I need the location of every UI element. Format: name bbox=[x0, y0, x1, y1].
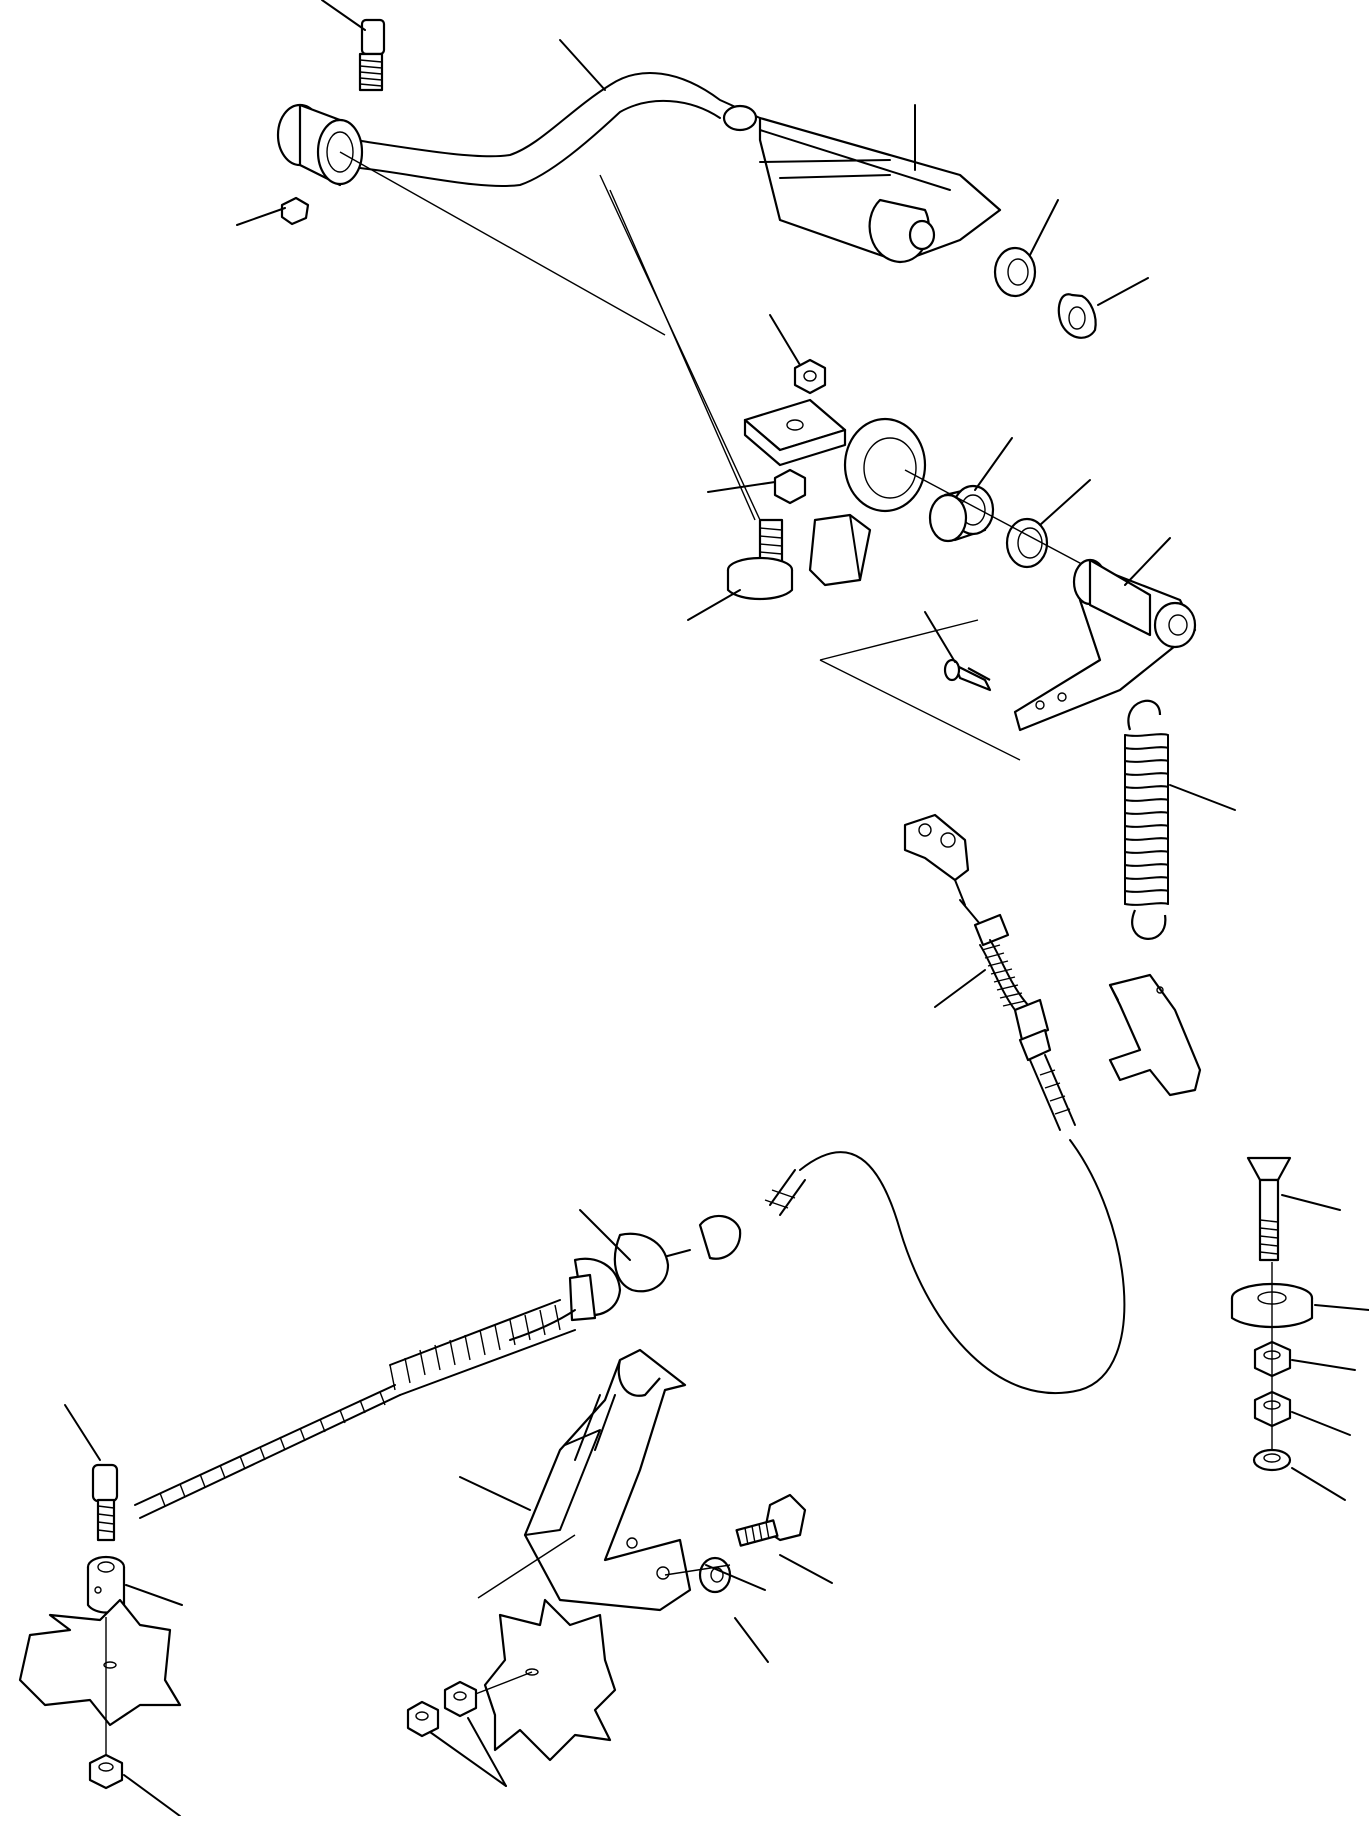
pedal-washer bbox=[993, 246, 1037, 298]
callout-leader-washer-right bbox=[1291, 1467, 1346, 1501]
cable-clevis bbox=[903, 813, 970, 906]
hex-nut-mid bbox=[793, 358, 827, 395]
mounting-surface-left bbox=[18, 1598, 182, 1727]
leader-line bbox=[609, 189, 756, 521]
cable-upper-sleeve bbox=[959, 899, 1076, 1131]
callout-leader-washer-center-link bbox=[705, 1564, 766, 1591]
callout-leader-nut-pair-a bbox=[429, 1731, 507, 1787]
bushing-large bbox=[843, 417, 927, 513]
callout-leader-cap-screw bbox=[321, 0, 366, 31]
flat-head-bolt bbox=[1246, 1156, 1292, 1262]
cable-lower-assembly bbox=[389, 1169, 806, 1396]
pedal-arm bbox=[276, 72, 761, 187]
callout-leader-flat-head-bolt bbox=[1281, 1194, 1341, 1211]
callout-leader-stopper-bolt bbox=[687, 589, 741, 621]
callout-leader-snap-ring bbox=[1097, 277, 1149, 306]
lever-arm bbox=[1013, 558, 1197, 732]
washer-right bbox=[1252, 1448, 1292, 1472]
callout-leader-cable-nut bbox=[579, 1209, 631, 1261]
nut-adjust bbox=[773, 468, 807, 505]
pedal-pad bbox=[722, 104, 1002, 264]
callout-leader-clevis-pin bbox=[924, 611, 956, 663]
callout-leader-collar bbox=[125, 1584, 183, 1606]
cable-threaded-rod bbox=[134, 1384, 401, 1519]
callout-leader-cable bbox=[934, 969, 986, 1008]
callout-leader-hex-nut-right bbox=[1291, 1411, 1351, 1436]
cable-clamp-bracket bbox=[1108, 973, 1202, 1097]
washer-center bbox=[698, 1556, 732, 1594]
leader-line bbox=[819, 659, 1021, 761]
callout-leader-washer bbox=[1029, 199, 1059, 256]
stopper-plate bbox=[743, 398, 847, 467]
nut-pair-center-a bbox=[406, 1700, 440, 1738]
callout-leader-pedal-arm bbox=[559, 39, 606, 91]
callout-leader-bushing bbox=[974, 437, 1013, 491]
callout-leader-nut-bottom bbox=[123, 1774, 181, 1817]
nut-bottom-left bbox=[88, 1753, 124, 1790]
clevis-pin bbox=[943, 658, 992, 692]
callout-leader-spring bbox=[1169, 784, 1236, 811]
callout-leader-hex-nut bbox=[769, 314, 801, 366]
callout-leader-nut-adjust bbox=[707, 481, 776, 493]
leader-line bbox=[477, 1534, 576, 1599]
leader-line bbox=[339, 151, 666, 336]
snap-ring bbox=[1057, 293, 1097, 339]
callout-leader-nut bbox=[236, 207, 286, 226]
leader-line bbox=[664, 1564, 731, 1576]
callout-leader-washer-center bbox=[734, 1617, 769, 1663]
callout-leader-thick-washer bbox=[1314, 1304, 1369, 1311]
callout-leader-socket-screw bbox=[64, 1404, 101, 1461]
return-spring bbox=[1124, 699, 1169, 940]
hex-bolt-center bbox=[735, 1493, 807, 1547]
nut-small-top bbox=[280, 196, 310, 226]
leader-line bbox=[819, 619, 979, 661]
cap-screw-top bbox=[358, 18, 386, 92]
cable-bracket bbox=[523, 1348, 692, 1612]
stopper-bolt bbox=[726, 518, 794, 600]
callout-leader-lock-nut bbox=[1291, 1359, 1356, 1371]
callout-leader-bracket bbox=[459, 1476, 531, 1511]
bushing-medium bbox=[928, 484, 995, 543]
callout-leader-washer-mid bbox=[1039, 479, 1091, 526]
callout-leader-nut-pair-b bbox=[467, 1717, 507, 1787]
callout-leader-hex-bolt bbox=[779, 1554, 833, 1584]
nut-pair-center-b bbox=[443, 1680, 478, 1718]
leader-line bbox=[599, 174, 761, 521]
callout-leader-lever-arm bbox=[1124, 537, 1171, 586]
cable-inner-wire bbox=[799, 1139, 1126, 1395]
callout-leaders bbox=[64, 0, 1369, 1817]
key bbox=[808, 513, 872, 587]
mounting-surface-center bbox=[483, 1598, 617, 1762]
socket-cap-screw-bottom bbox=[91, 1463, 119, 1542]
